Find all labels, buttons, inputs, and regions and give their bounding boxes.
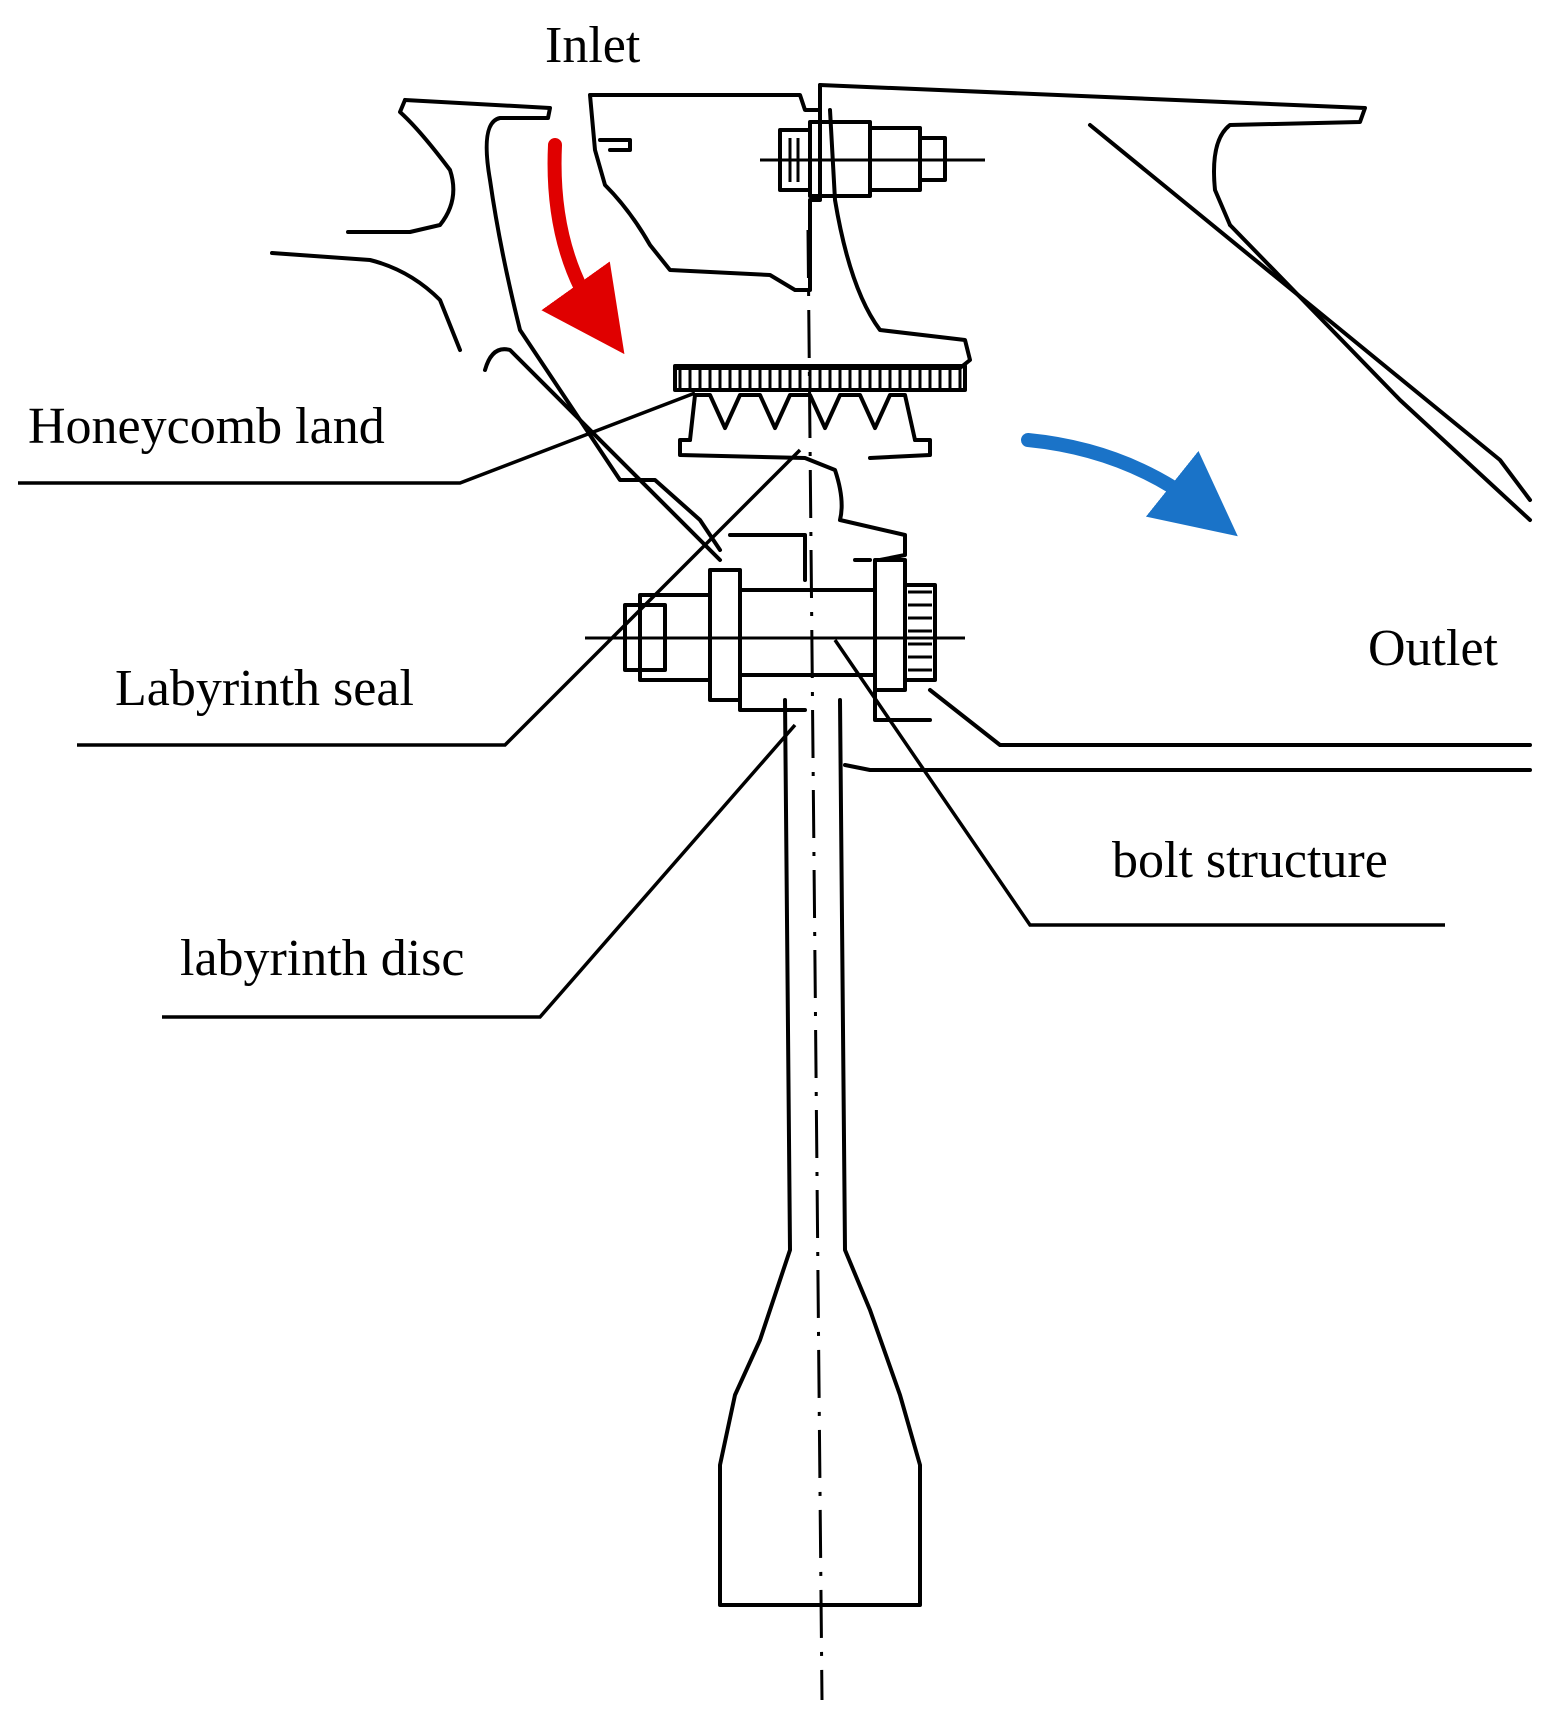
labyrinth-disc-label: labyrinth disc: [180, 930, 465, 987]
honeycomb-land: [673, 364, 967, 392]
honeycomb-land-leader: [18, 391, 696, 485]
upper-stator-block: [588, 83, 1532, 522]
labyrinth-disc-leader: [162, 723, 797, 1019]
stator-casing-left: [270, 98, 722, 562]
labyrinth-seal-label: Labyrinth seal: [115, 660, 414, 717]
inlet-flow-arrow: [541, 138, 625, 355]
outlet-flow-arrow: [1021, 433, 1238, 537]
center-axis-line: [806, 229, 824, 1701]
labyrinth-seal-leader: [77, 448, 802, 747]
inlet-label: Inlet: [545, 17, 641, 74]
labyrinth-seal-teeth: [678, 393, 932, 582]
bolt-structure-leader: [833, 639, 1445, 927]
honeycomb-land-label: Honeycomb land: [28, 398, 385, 455]
outlet-label: Outlet: [1368, 620, 1499, 677]
bolt-structure-label: bolt structure: [1112, 832, 1388, 889]
